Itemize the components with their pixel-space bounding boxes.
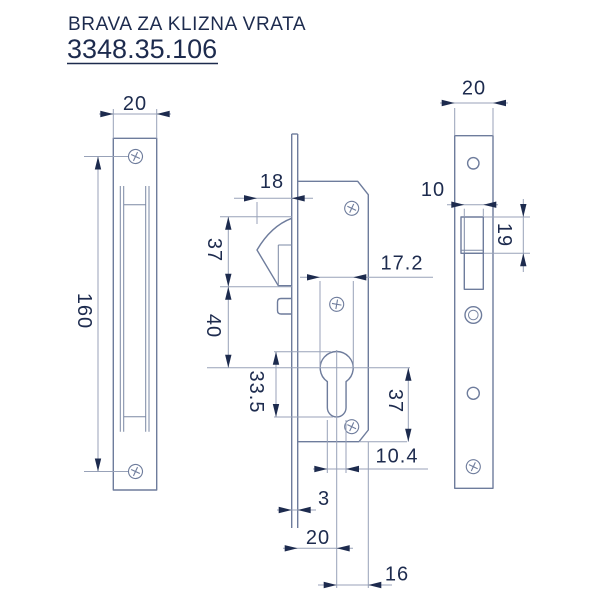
dim-plate-thickness: 3 bbox=[277, 488, 330, 514]
dim-right-width: 20 bbox=[440, 78, 508, 136]
dim-center-to-back: 16 bbox=[318, 564, 409, 589]
euro-cylinder-hole bbox=[319, 350, 354, 418]
dim-cylinder-hole-height: 33.5 bbox=[245, 351, 280, 417]
title-block: BRAVA ZA KLIZNA VRATA 3348.35.106 bbox=[67, 14, 306, 65]
dim-hook-height: 37 40 bbox=[202, 216, 232, 368]
middle-view-lock-body: 18 37 40 33.5 17.2 bbox=[202, 133, 433, 589]
dim-label-right-width: 20 bbox=[462, 78, 486, 100]
screw-icon bbox=[463, 456, 484, 477]
screw-icon bbox=[125, 146, 146, 167]
dim-slot-width: 10.4 bbox=[313, 446, 428, 473]
dim-label-cylinder-hole-height: 33.5 bbox=[245, 371, 267, 414]
part-number: 3348.35.106 bbox=[67, 34, 217, 64]
dim-label-plate-thickness: 3 bbox=[318, 488, 330, 510]
screw-icon bbox=[341, 416, 362, 437]
dim-hook-protrusion: 18 bbox=[234, 171, 313, 202]
dim-label-backset: 20 bbox=[306, 527, 330, 549]
faceplate-slot bbox=[119, 186, 150, 432]
screw-icon bbox=[341, 198, 362, 219]
ring-hole bbox=[464, 306, 483, 325]
dim-cutout-height: 19 bbox=[484, 199, 530, 272]
dim-label-slot-width: 10.4 bbox=[376, 446, 419, 468]
strike-plate-outline bbox=[454, 134, 494, 490]
screw-icon bbox=[125, 461, 146, 482]
dim-label-center-to-back: 16 bbox=[385, 564, 409, 586]
dim-cylinder-hole-width: 17.2 bbox=[300, 253, 433, 281]
lock-case-outline bbox=[297, 180, 369, 443]
right-view-strike-plate: 20 10 19 bbox=[421, 78, 530, 490]
trigger-tab bbox=[276, 297, 292, 315]
dim-label-cylinder-hole-width: 17.2 bbox=[381, 253, 424, 275]
drawing-title: BRAVA ZA KLIZNA VRATA bbox=[68, 14, 306, 35]
dim-label-hook-to-cylinder: 40 bbox=[202, 314, 224, 338]
hook-cutout bbox=[460, 216, 484, 291]
dim-label-center-to-bottom: 37 bbox=[384, 389, 406, 413]
left-view-faceplate: 20 160 bbox=[73, 93, 171, 491]
dim-screw-spacing: 160 bbox=[73, 156, 128, 472]
dim-label-screw-spacing: 160 bbox=[73, 293, 95, 329]
dim-label-cutout-width: 10 bbox=[421, 179, 445, 201]
dim-cutout-width: 10 bbox=[421, 179, 498, 216]
dim-left-width: 20 bbox=[99, 93, 171, 139]
dim-label-cutout-height: 19 bbox=[493, 223, 515, 247]
dim-label-left-width: 20 bbox=[123, 93, 147, 115]
dim-backset: 20 bbox=[283, 527, 353, 552]
faceplate-outline bbox=[112, 137, 158, 491]
dim-center-to-bottom: 37 bbox=[384, 367, 412, 442]
hook-bolt bbox=[256, 217, 292, 287]
screw-icon bbox=[328, 295, 346, 313]
dim-label-hook-protrusion: 18 bbox=[260, 171, 284, 193]
dim-label-hook-height: 37 bbox=[203, 238, 225, 262]
faceplate-edge bbox=[291, 133, 299, 528]
plate-hole bbox=[466, 156, 480, 170]
plate-hole bbox=[466, 386, 480, 400]
